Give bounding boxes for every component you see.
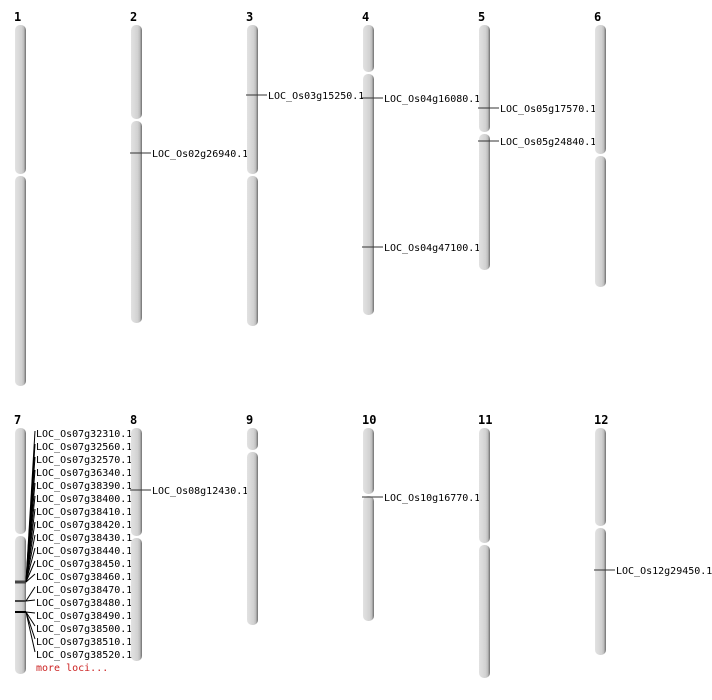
locus-label: LOC_Os07g38470.1 (36, 585, 132, 596)
chromosome-arm-p (595, 25, 606, 154)
chromosome-arm-q (131, 538, 142, 661)
chromosome-arm-p (479, 428, 490, 543)
chromosome-number: 9 (246, 413, 253, 427)
chromosome-11: 11 (478, 413, 492, 678)
locus-label: LOC_Os04g16080.1 (384, 94, 480, 105)
chromosome-arm-p (247, 428, 258, 450)
chromosome-arm-p (595, 428, 606, 526)
chromosome-number: 12 (594, 413, 608, 427)
chromosome-arm-p (15, 428, 26, 534)
locus-label: LOC_Os10g16770.1 (384, 493, 480, 504)
chromosome-arm-q (363, 74, 374, 315)
chromosome-number: 2 (130, 10, 137, 24)
chromosome-7: 7LOC_Os07g32310.1LOC_Os07g32560.1LOC_Os0… (14, 413, 132, 674)
chromosome-number: 10 (362, 413, 376, 427)
locus-label: LOC_Os07g38480.1 (36, 598, 132, 609)
chromosome-number: 11 (478, 413, 492, 427)
chromosome-arm-q (15, 176, 26, 386)
chromosome-arm-p (363, 25, 374, 72)
locus-label: LOC_Os07g32310.1 (36, 429, 132, 440)
chromosome-arm-q (595, 156, 606, 287)
chromosome-arm-q (247, 176, 258, 326)
chromosome-arm-q (131, 121, 142, 323)
chromosome-arm-p (131, 428, 142, 536)
locus-label: LOC_Os07g32560.1 (36, 442, 132, 453)
locus-connector (25, 611, 36, 653)
more-loci-link[interactable]: more loci... (36, 663, 108, 674)
locus-label: LOC_Os07g38410.1 (36, 507, 132, 518)
locus-connector (25, 599, 36, 602)
locus-label: LOC_Os07g38500.1 (36, 624, 132, 635)
chromosome-arm-q (15, 536, 26, 674)
locus-label: LOC_Os07g38420.1 (36, 520, 132, 531)
chromosome-number: 7 (14, 413, 21, 427)
locus-label: LOC_Os04g47100.1 (384, 243, 480, 254)
chromosome-arm-q (247, 452, 258, 625)
locus-connector (25, 573, 36, 583)
chromosome-1: 1 (14, 10, 26, 386)
chromosome-number: 4 (362, 10, 369, 24)
locus-label: LOC_Os07g38400.1 (36, 494, 132, 505)
locus-connector (25, 560, 36, 583)
chromosome-arm-q (595, 528, 606, 655)
chromosome-9: 9 (246, 413, 258, 625)
locus-connector (25, 586, 36, 602)
locus-label: LOC_Os07g38390.1 (36, 481, 132, 492)
chromosome-number: 5 (478, 10, 485, 24)
locus-connector (25, 547, 36, 583)
locus-connector (25, 534, 36, 583)
chromosome-arm-q (479, 545, 490, 678)
locus-label: LOC_Os07g38490.1 (36, 611, 132, 622)
locus-label: LOC_Os05g17570.1 (500, 104, 596, 115)
chromosome-number: 3 (246, 10, 253, 24)
locus-label: LOC_Os07g38510.1 (36, 637, 132, 648)
chromosome-number: 6 (594, 10, 601, 24)
locus-label: LOC_Os07g38520.1 (36, 650, 132, 661)
chromosome-6: 6 (594, 10, 606, 287)
chromosome-number: 1 (14, 10, 21, 24)
locus-label: LOC_Os07g38450.1 (36, 559, 132, 570)
chromosome-arm-q (363, 496, 374, 621)
locus-label: LOC_Os07g38460.1 (36, 572, 132, 583)
chromosome-arm-q (479, 134, 490, 270)
locus-label: LOC_Os07g32570.1 (36, 455, 132, 466)
locus-label: LOC_Os05g24840.1 (500, 137, 596, 148)
chromosome-number: 8 (130, 413, 137, 427)
locus-connector (25, 611, 36, 627)
chromosome-arm-p (363, 428, 374, 494)
locus-label: LOC_Os02g26940.1 (152, 149, 248, 160)
locus-label: LOC_Os07g36340.1 (36, 468, 132, 479)
chromosome-arm-p (479, 25, 490, 132)
locus-label: LOC_Os08g12430.1 (152, 486, 248, 497)
chromosome-arm-p (247, 25, 258, 174)
chromosome-arm-p (131, 25, 142, 119)
locus-label: LOC_Os03g15250.1 (268, 91, 364, 102)
chromosome-arm-p (15, 25, 26, 174)
locus-connector (25, 611, 36, 614)
locus-label: LOC_Os12g29450.1 (616, 566, 712, 577)
locus-label: LOC_Os07g38440.1 (36, 546, 132, 557)
locus-label: LOC_Os07g38430.1 (36, 533, 132, 544)
